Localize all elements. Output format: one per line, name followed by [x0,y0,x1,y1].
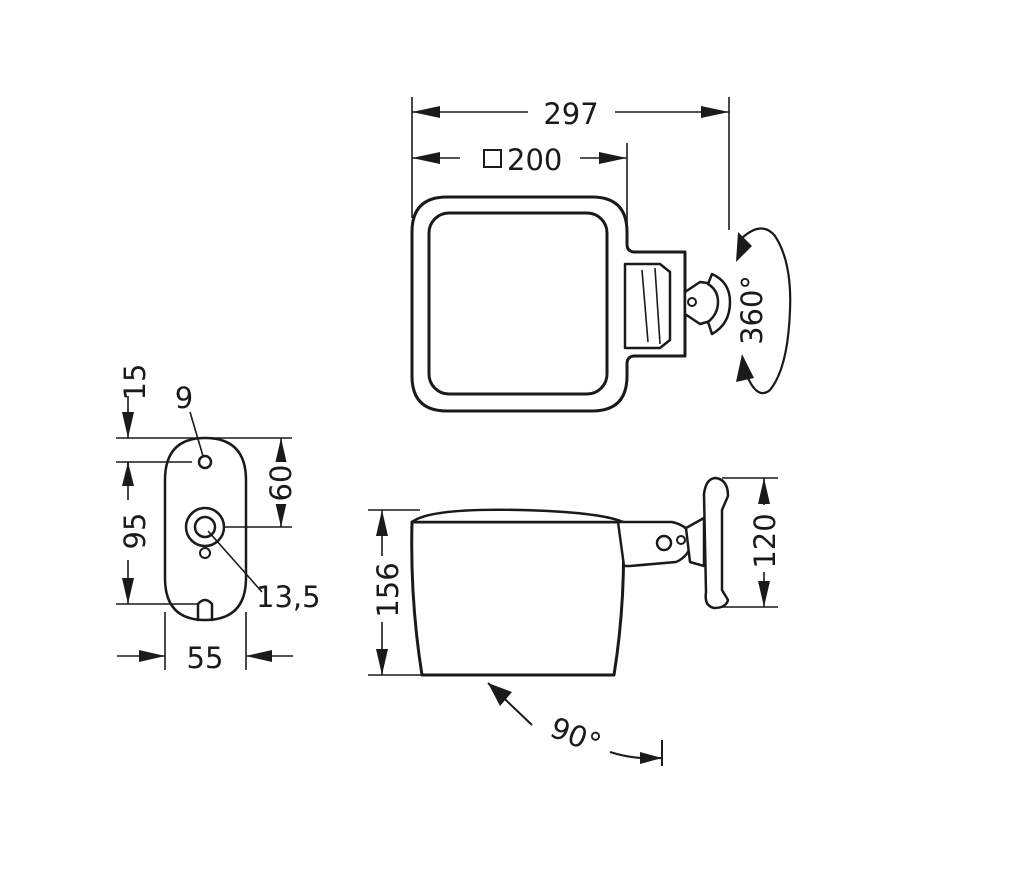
arrowhead-297-right [701,106,729,118]
tilt-arrow-icon [488,683,512,706]
top-view: 297 200 360° [410,97,792,413]
mounting-plate-view: 15 95 9 60 13,5 55 [116,364,321,675]
plate-small-hole [199,547,211,559]
dim-label-95: 95 [118,513,152,550]
dim-label-360: 360° [735,275,769,345]
arrowhead-156-top [376,510,388,536]
arm-cover [623,262,672,350]
dim-60-label-bg [268,462,294,504]
dim-label-13-5: 13,5 [256,580,321,614]
arrowhead-60-top [275,438,287,464]
pivot-bolt-icon [687,297,697,307]
plate-bottom-slot [196,598,214,622]
dim-label-60: 60 [264,465,298,502]
side-view: 156 120 90° [368,476,782,766]
arm-pivot-bolt-icon [655,534,673,552]
plate-top-hole [197,454,213,470]
square-head-outline [410,195,687,413]
dim-label-90: 90° [546,710,606,761]
arm-cover-detail [641,269,649,343]
arrowhead-297-left [412,106,440,118]
dim-label-120: 120 [748,513,782,568]
plate-center-hole-inner [193,515,217,539]
arrowhead-95-bottom [122,578,134,604]
arrowhead-120-bottom [758,581,770,607]
arrowhead-55-right [246,650,272,662]
dim-label-297: 297 [543,97,598,131]
housing-body [410,520,626,677]
dim-label-15: 15 [118,364,152,401]
pivot-bracket [706,272,732,336]
leader-9 [189,411,204,457]
arm-pivot-small-icon [676,535,686,545]
leader-13-5 [207,530,263,593]
wall-plate [702,476,730,610]
arrowhead-60-bottom [275,501,287,527]
tilt-arrow-end-icon [640,752,662,764]
housing-lid [410,508,625,524]
rotation-arrow-top-icon [736,232,752,262]
arrowhead-55-left [139,650,165,662]
arrowhead-156-bottom [376,649,388,675]
dim-label-156: 156 [371,562,405,617]
square-symbol-icon [483,149,502,168]
arrowhead-120-top [758,478,770,504]
dim-label-200: 200 [507,143,562,177]
arm-bracket [684,516,706,568]
rotation-arc [740,227,792,395]
arrowhead-200-left [412,152,440,164]
arm-cover-detail-2 [654,267,661,345]
dim-label-9: 9 [175,381,193,415]
square-head-inner [427,211,609,396]
arrowhead-200-right [599,152,627,164]
rotation-arrow-bottom-icon [736,354,754,382]
dim-label-55: 55 [187,641,224,675]
mounting-plate-outline [163,436,248,622]
arrowhead-15 [122,412,134,438]
